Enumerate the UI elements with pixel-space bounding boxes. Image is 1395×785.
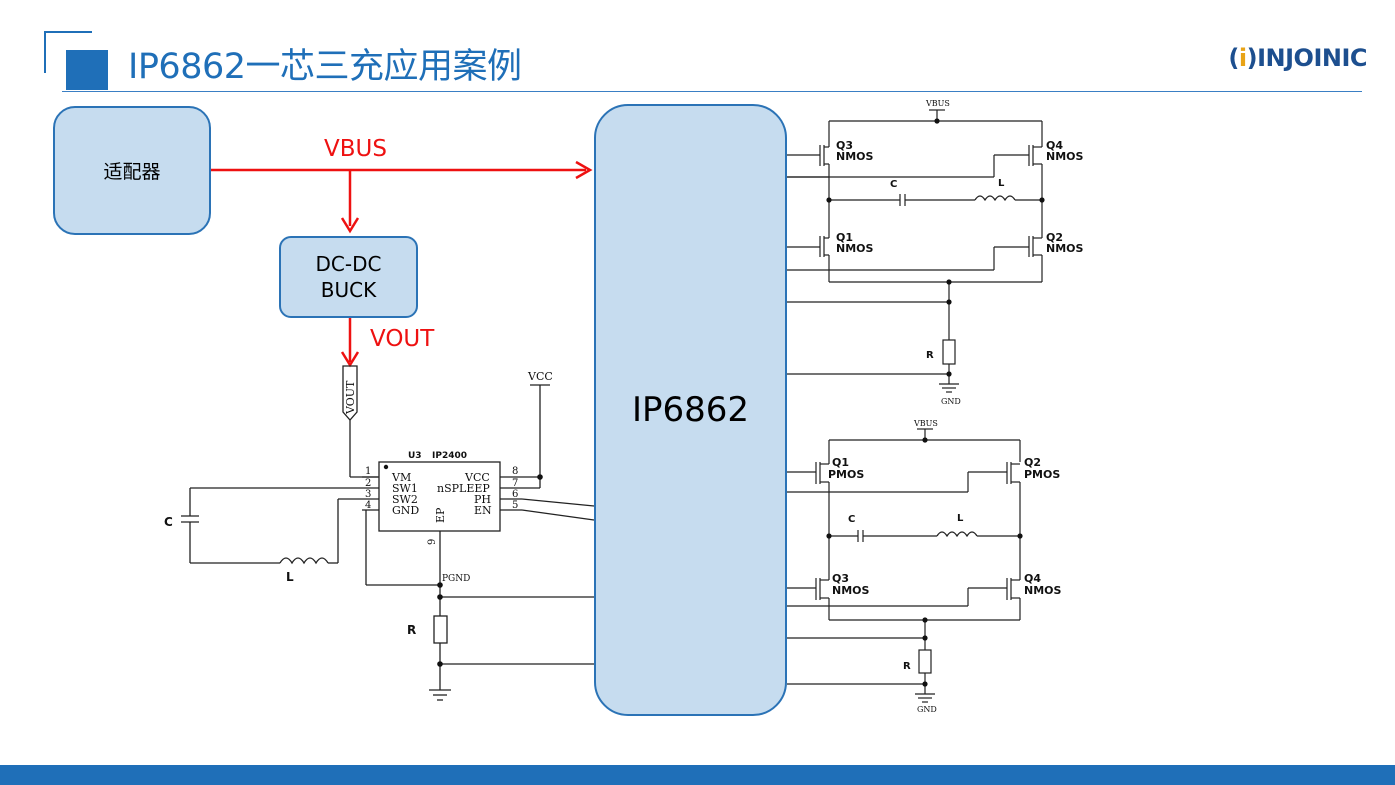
vbus-wire: [211, 168, 586, 362]
ip6862-chip-block: IP6862: [594, 104, 787, 716]
tr-q1-type: NMOS: [836, 242, 874, 255]
pin-r1: VCC: [464, 471, 490, 484]
ind-label: L: [286, 570, 294, 584]
tr-q2: Q2: [1046, 231, 1063, 244]
pin-n6: 6: [512, 489, 518, 500]
left-schematic-junctions: [383, 464, 543, 667]
left-schematic-labels: VOUT VCC U3 IP2400 VM SW1 SW2 GND VCC nS…: [164, 370, 553, 637]
title-decoration-square: [66, 50, 108, 90]
pin-l1: VM: [391, 471, 411, 484]
tr-q4-type: NMOS: [1046, 150, 1084, 163]
vbus-label: VBUS: [324, 136, 387, 162]
pin-r2: nSPLEEP: [437, 482, 490, 495]
footer-bar: [0, 765, 1395, 785]
tr-q1: Q1: [836, 231, 853, 244]
top-right-labels: VBUS GND Q3 NMOS Q4 NMOS Q1 NMOS Q2 NMOS…: [836, 99, 1084, 406]
pin-n8: 8: [512, 466, 518, 477]
br-q1: Q1: [832, 456, 849, 469]
bottom-right-junctions: [826, 437, 1023, 687]
tr-cap: C: [890, 179, 897, 190]
br-q3: Q3: [832, 572, 849, 585]
pin-n7: 7: [512, 478, 518, 489]
ic-ref: U3: [408, 451, 422, 461]
vout-port-label: VOUT: [344, 380, 357, 415]
left-schematic: [181, 365, 595, 701]
pgnd-label: PGND: [442, 574, 470, 584]
tr-q2-type: NMOS: [1046, 242, 1084, 255]
ep-label: EP: [434, 507, 447, 523]
logo-mark-icon: (: [1228, 44, 1239, 72]
tr-ind: L: [998, 178, 1005, 189]
br-vbus: VBUS: [913, 419, 938, 428]
cap-label: C: [164, 515, 173, 529]
tr-res: R: [926, 350, 934, 361]
logo-mark-icon-close: ): [1246, 44, 1258, 72]
br-res: R: [903, 661, 911, 672]
title-decoration-outline: [44, 31, 92, 73]
ep-num: 9: [427, 539, 438, 545]
tr-q3-type: NMOS: [836, 150, 874, 163]
pin-n1: 1: [365, 466, 371, 477]
res-label: R: [407, 623, 416, 637]
top-right-junctions: [826, 118, 1045, 377]
tr-gnd: GND: [941, 397, 961, 406]
br-ind: L: [957, 513, 964, 524]
vout-label: VOUT: [370, 326, 435, 352]
dcdc-buck-block: DC-DC BUCK: [279, 236, 418, 318]
br-q3-type: NMOS: [832, 584, 870, 597]
br-q2-type: PMOS: [1024, 468, 1060, 481]
title-divider: [62, 91, 1362, 92]
brand-logo: (i)INJOINIC: [1228, 44, 1367, 72]
vbus-arrowheads: [340, 160, 593, 368]
tr-q3: Q3: [836, 139, 853, 152]
top-right-schematic: [787, 109, 1043, 393]
br-q2: Q2: [1024, 456, 1041, 469]
br-q1-type: PMOS: [828, 468, 864, 481]
br-q4: Q4: [1024, 572, 1041, 585]
br-gnd: GND: [917, 705, 937, 714]
tr-q4: Q4: [1046, 139, 1063, 152]
pin-n4: 4: [365, 500, 371, 511]
page-title: IP6862一芯三充应用案例: [128, 47, 522, 87]
pin-l2: SW1: [392, 482, 418, 495]
pin-r4: EN: [474, 504, 492, 517]
br-q4-type: NMOS: [1024, 584, 1062, 597]
bottom-right-labels: VBUS GND Q1 PMOS Q2 PMOS Q3 NMOS Q4 NMOS…: [828, 419, 1062, 714]
adapter-block: 适配器: [53, 106, 211, 235]
logo-mark-dot-icon: i: [1238, 44, 1247, 72]
pin-n5: 5: [512, 500, 518, 511]
pin-l3: SW2: [392, 493, 418, 506]
ic-part: IP2400: [432, 451, 467, 461]
pin-r3: PH: [474, 493, 491, 506]
pin-n2: 2: [365, 478, 371, 489]
pin-n3: 3: [365, 489, 371, 500]
tr-vbus: VBUS: [925, 99, 950, 108]
br-cap: C: [848, 514, 855, 525]
title-decoration-gap: [60, 44, 70, 92]
vcc-label: VCC: [527, 370, 553, 383]
logo-text: INJOINIC: [1257, 44, 1367, 72]
pin-l4: GND: [392, 504, 419, 517]
